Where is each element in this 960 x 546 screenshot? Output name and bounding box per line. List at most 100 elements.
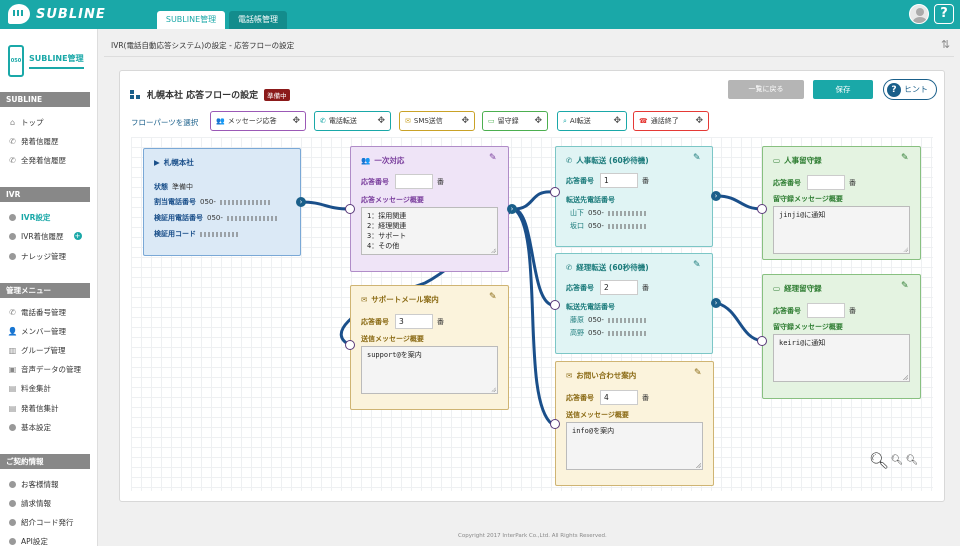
message-summary-textarea[interactable]: support@を案内	[361, 346, 498, 394]
sidebar-item[interactable]: ⌂トップ	[8, 115, 96, 129]
sidebar-item[interactable]: お客様情報	[8, 477, 96, 491]
input-port[interactable]	[550, 300, 560, 310]
tab-phonebook[interactable]: 電話帳管理	[229, 11, 287, 29]
input-port[interactable]	[345, 340, 355, 350]
smartphone-icon: 050	[8, 45, 24, 77]
sidebar-item[interactable]: ✆発着信履歴	[8, 134, 96, 148]
hint-button[interactable]: ?ヒント	[883, 79, 937, 100]
message-summary-textarea[interactable]: info@を案内	[566, 422, 703, 470]
save-button[interactable]: 保存	[813, 80, 873, 99]
sidebar-item-label: 基本設定	[21, 422, 51, 432]
move-icon[interactable]: ✥	[695, 116, 703, 126]
answer-number-input[interactable]	[807, 303, 845, 318]
answer-number-input[interactable]: 4	[600, 390, 638, 405]
sidebar-item[interactable]: 請求情報	[8, 496, 96, 510]
flow-part-button[interactable]: ✆電話転送✥	[314, 111, 391, 131]
input-port[interactable]	[757, 204, 767, 214]
input-port[interactable]	[550, 187, 560, 197]
output-port[interactable]: ›	[711, 191, 721, 201]
node-header: ✆人事転送 (60秒待機)	[556, 147, 712, 166]
zoom-in-icon[interactable]: 🔍︎	[905, 454, 919, 466]
app-logo[interactable]: SUBLINE	[8, 4, 106, 24]
tab-subline-admin[interactable]: SUBLINE管理	[157, 11, 225, 29]
sidebar-item[interactable]: IVR設定	[8, 210, 96, 224]
answer-number-input[interactable]	[395, 174, 433, 189]
flow-part-button[interactable]: ▭留守録✥	[482, 111, 548, 131]
sidebar-item[interactable]: ナレッジ管理	[8, 249, 96, 263]
edit-icon[interactable]: ✎	[901, 281, 909, 291]
output-port[interactable]: ›	[296, 197, 306, 207]
gear-icon	[8, 213, 17, 222]
answer-number-label: 応答番号	[566, 394, 594, 402]
building-icon: ▥	[8, 345, 17, 355]
edit-icon[interactable]: ✎	[694, 368, 702, 378]
move-icon[interactable]: ✥	[292, 116, 300, 126]
edit-icon[interactable]: ✎	[489, 153, 497, 163]
answer-number-input[interactable]: 1	[600, 173, 638, 188]
move-icon[interactable]: ✥	[613, 116, 621, 126]
message-summary-textarea[interactable]: jinji@に通知	[773, 206, 910, 254]
refresh-icon[interactable]: ⇅	[941, 38, 951, 51]
edit-icon[interactable]: ✎	[693, 260, 701, 270]
ai-search-icon: ⌕	[563, 116, 567, 125]
sidebar-item[interactable]: ✆全発着信履歴	[8, 153, 96, 167]
sidebar-item[interactable]: ✆電話番号管理	[8, 305, 96, 319]
user-avatar-icon[interactable]	[909, 4, 929, 24]
edit-icon[interactable]: ✎	[901, 153, 909, 163]
edit-icon[interactable]: ✎	[489, 292, 497, 302]
help-icon[interactable]: ?	[934, 4, 954, 24]
zoom-out-icon[interactable]: 🔍︎	[890, 454, 904, 466]
answer-number-label: 応答番号	[773, 307, 801, 315]
flow-part-button[interactable]: 👥メッセージ応答✥	[210, 111, 306, 131]
footer-copyright: Copyright 2017 InterPark Co.,Ltd. All Ri…	[458, 533, 607, 539]
move-icon[interactable]: ✥	[377, 116, 385, 126]
edit-icon[interactable]: ✎	[693, 153, 701, 163]
flow-part-label: 通話終了	[650, 117, 679, 125]
sidebar-item[interactable]: 紹介コード発行	[8, 515, 96, 529]
sidebar-item[interactable]: ▥グループ管理	[8, 343, 96, 357]
flow-part-button[interactable]: ✉SMS送信✥	[399, 111, 475, 131]
zoom-reset-icon[interactable]: 🔍︎	[868, 450, 890, 470]
message-summary-textarea[interactable]: keiri@に通知	[773, 334, 910, 382]
move-icon[interactable]: ✥	[534, 116, 542, 126]
answer-number-label: 応答番号	[566, 177, 594, 185]
output-port[interactable]: ›	[711, 298, 721, 308]
back-to-list-button[interactable]: 一覧に戻る	[728, 80, 804, 99]
sidebar-item[interactable]: 基本設定	[8, 420, 96, 434]
sidebar-item-label: 紹介コード発行	[21, 517, 74, 527]
message-summary-textarea[interactable]: 1：採用関連 2：経理関連 3：サポート 4：その他	[361, 207, 498, 255]
sidebar-item[interactable]: API設定	[8, 534, 96, 546]
input-port[interactable]	[345, 204, 355, 214]
flow-part-button[interactable]: ⌕AI転送✥	[557, 111, 627, 131]
sidebar-item-label: 料金集計	[21, 383, 51, 393]
sidebar-item[interactable]: ▣音声データの管理	[8, 362, 96, 376]
logo-icon	[8, 4, 30, 24]
node-title: お問い合わせ案内	[576, 371, 637, 380]
voicemail-icon: ▭	[773, 156, 781, 165]
answer-number-input[interactable]	[807, 175, 845, 190]
move-icon[interactable]: ✥	[461, 116, 469, 126]
sidebar-item[interactable]: IVR着信履歴 +	[8, 229, 96, 243]
sidebar-brand[interactable]: 050 SUBLINE管理	[8, 41, 92, 81]
add-icon[interactable]: +	[73, 232, 82, 240]
sidebar-item[interactable]: ▤料金集計	[8, 381, 96, 395]
sidebar-item[interactable]: ▤発着信集計	[8, 401, 96, 415]
masked-number	[219, 199, 270, 205]
output-port[interactable]: ›	[507, 204, 517, 214]
sidebar-item[interactable]: 👤メンバー管理	[8, 324, 96, 338]
flow-part-button[interactable]: ☎通話終了✥	[633, 111, 709, 131]
answer-number-input[interactable]: 3	[395, 314, 433, 329]
input-port[interactable]	[757, 336, 767, 346]
input-port[interactable]	[550, 419, 560, 429]
answer-number-input[interactable]: 2	[600, 280, 638, 295]
sidebar-item-label: IVR着信履歴	[21, 231, 64, 241]
